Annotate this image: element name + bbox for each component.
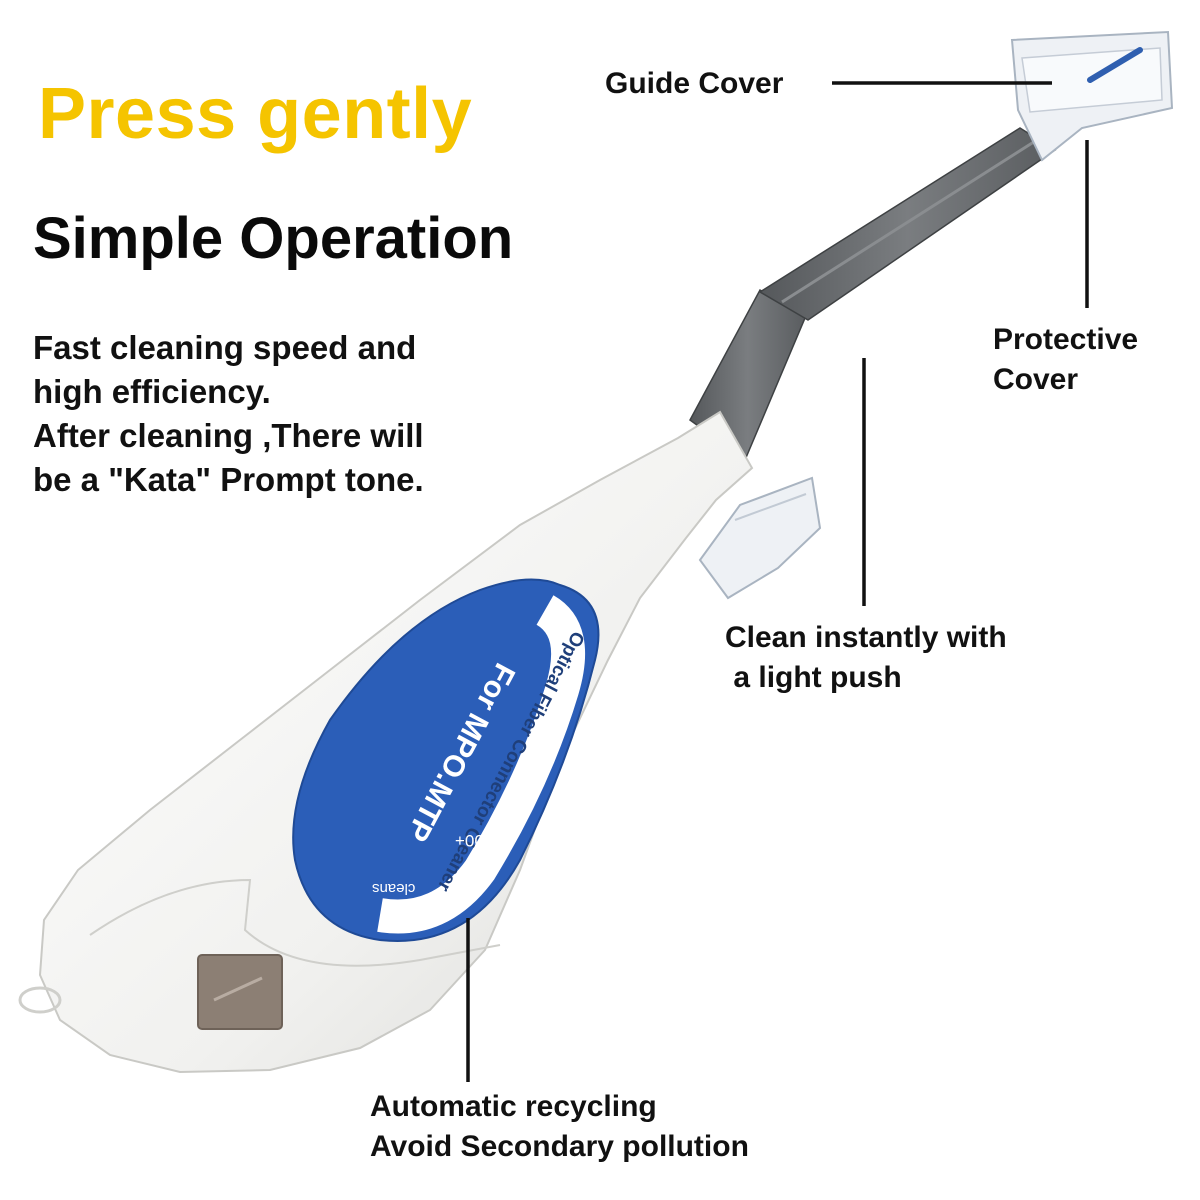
guide-cover-part (1010, 30, 1174, 162)
callout-line: Cover (993, 363, 1079, 396)
description-line: high efficiency. (33, 373, 271, 410)
callout-line: Protective (993, 323, 1139, 356)
headline: Press gently (38, 74, 473, 154)
description-line: be a "Kata" Prompt tone. (33, 461, 424, 498)
lanyard-loop (18, 986, 62, 1014)
callout-line: Avoid Secondary pollution (370, 1130, 749, 1163)
cleaning-stem (689, 127, 1057, 462)
subheadline: Simple Operation (33, 206, 514, 271)
side-cap (698, 476, 822, 600)
callout-line: Clean instantly with (725, 621, 1007, 654)
description: Fast cleaning speed and high efficiency.… (33, 326, 533, 502)
callout-protective-cover: Protective Cover (993, 320, 1138, 400)
description-line: Fast cleaning speed and (33, 329, 417, 366)
callout-recycling: Automatic recycling Avoid Secondary poll… (370, 1087, 749, 1167)
counter-window (197, 954, 283, 1030)
callout-line: Automatic recycling (370, 1090, 657, 1123)
callout-line: a light push (725, 661, 902, 694)
leader-lines (466, 81, 1089, 1082)
callout-push: Clean instantly with a light push (725, 618, 1007, 698)
callout-guide-cover: Guide Cover (605, 67, 784, 100)
description-line: After cleaning ,There will (33, 417, 424, 454)
product-label (292, 578, 600, 942)
